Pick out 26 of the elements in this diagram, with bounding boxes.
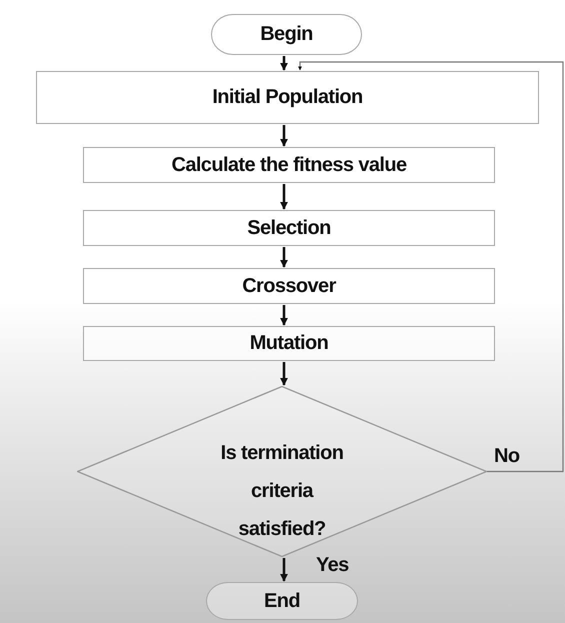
node-text: End <box>264 590 300 612</box>
node-text: Is termination criteria satisfied? <box>220 441 344 542</box>
terminal-pill <box>206 582 358 620</box>
arrow <box>280 184 288 210</box>
arrow <box>280 558 288 582</box>
node-text: Selection <box>247 216 331 240</box>
arrow <box>280 247 288 268</box>
process-box <box>83 210 495 246</box>
node-text: Calculate the fitness value <box>171 154 406 176</box>
arrow <box>280 125 288 147</box>
edge-label: No <box>494 445 520 468</box>
node-text: Crossover <box>242 274 336 298</box>
process-box <box>83 326 495 361</box>
arrow <box>280 362 288 386</box>
process-box <box>36 71 539 124</box>
terminal-pill <box>211 14 362 55</box>
edge-label: Yes <box>316 554 349 577</box>
node-text: Mutation <box>250 332 328 355</box>
decision-diamond <box>77 386 487 557</box>
arrow <box>280 56 288 71</box>
arrow <box>280 305 288 326</box>
process-box <box>83 147 495 183</box>
loop-arrow <box>298 61 564 472</box>
node-text: Initial Population <box>212 86 363 109</box>
process-box <box>83 268 495 304</box>
node-text: Begin <box>260 23 313 46</box>
